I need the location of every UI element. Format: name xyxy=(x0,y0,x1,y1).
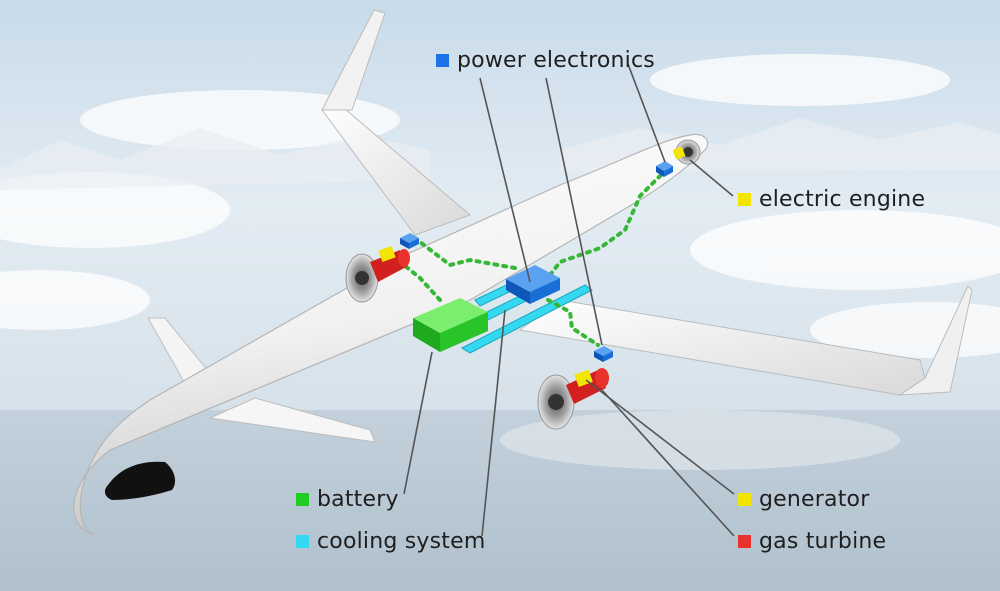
gas-turbine-text: gas turbine xyxy=(759,529,886,554)
electric-engine-swatch xyxy=(738,193,751,206)
power-electronics-text: power electronics xyxy=(457,48,655,73)
electric-engine-text: electric engine xyxy=(759,187,925,212)
generator-text: generator xyxy=(759,487,869,512)
generator-label: generator xyxy=(738,487,869,512)
power-electronics-swatch xyxy=(436,54,449,67)
cooling-system-text: cooling system xyxy=(317,529,485,554)
battery-swatch xyxy=(296,493,309,506)
generator-swatch xyxy=(738,493,751,506)
battery-label: battery xyxy=(296,487,399,512)
cooling-system-swatch xyxy=(296,535,309,548)
cooling-system-label: cooling system xyxy=(296,529,485,554)
power-electronics-label: power electronics xyxy=(436,48,655,73)
gas-turbine-label: gas turbine xyxy=(738,529,886,554)
gas-turbine-swatch xyxy=(738,535,751,548)
battery-text: battery xyxy=(317,487,399,512)
electric-engine-label: electric engine xyxy=(738,187,925,212)
